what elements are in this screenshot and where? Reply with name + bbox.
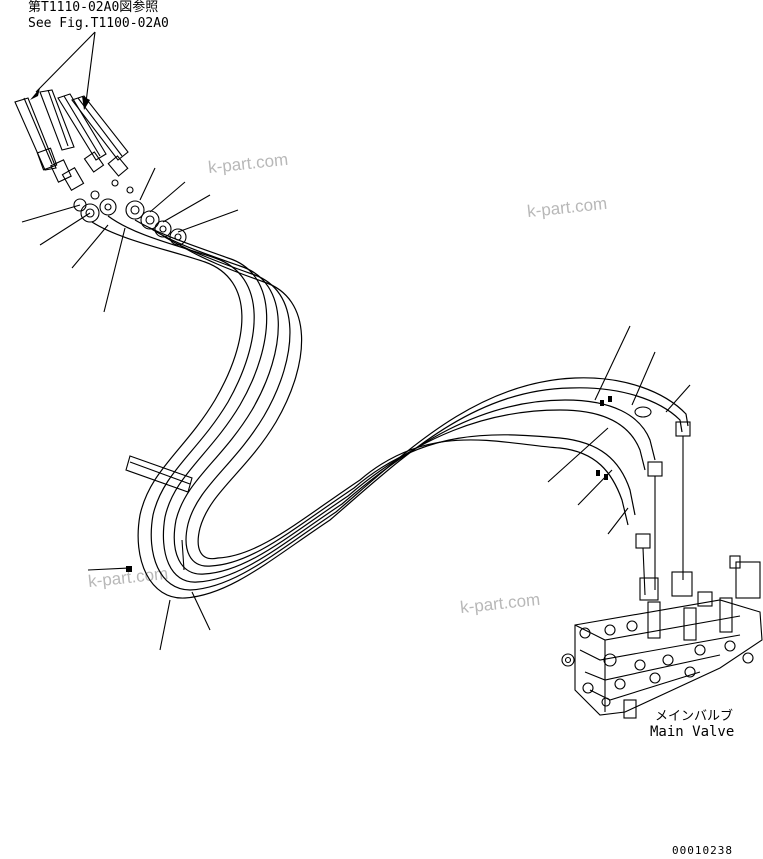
hose-bundle: [91, 215, 689, 599]
reference-label-en: See Fig.T1100-02A0: [28, 16, 169, 31]
main-valve-label-en: Main Valve: [650, 724, 735, 740]
upper-hose-ends: [14, 89, 134, 212]
main-valve: [561, 555, 763, 719]
hose-tags: [126, 396, 612, 572]
reference-label-jp: 第T1110-02A0図参照: [28, 0, 159, 15]
main-valve-label-jp: メインバルブ: [655, 709, 734, 724]
drawing-number: 00010238: [672, 844, 733, 857]
hose-clamp: [125, 455, 193, 493]
valve-hose-fittings: [634, 406, 691, 596]
leader-lines: [21, 167, 691, 651]
upper-fitting-cluster: [80, 198, 187, 246]
